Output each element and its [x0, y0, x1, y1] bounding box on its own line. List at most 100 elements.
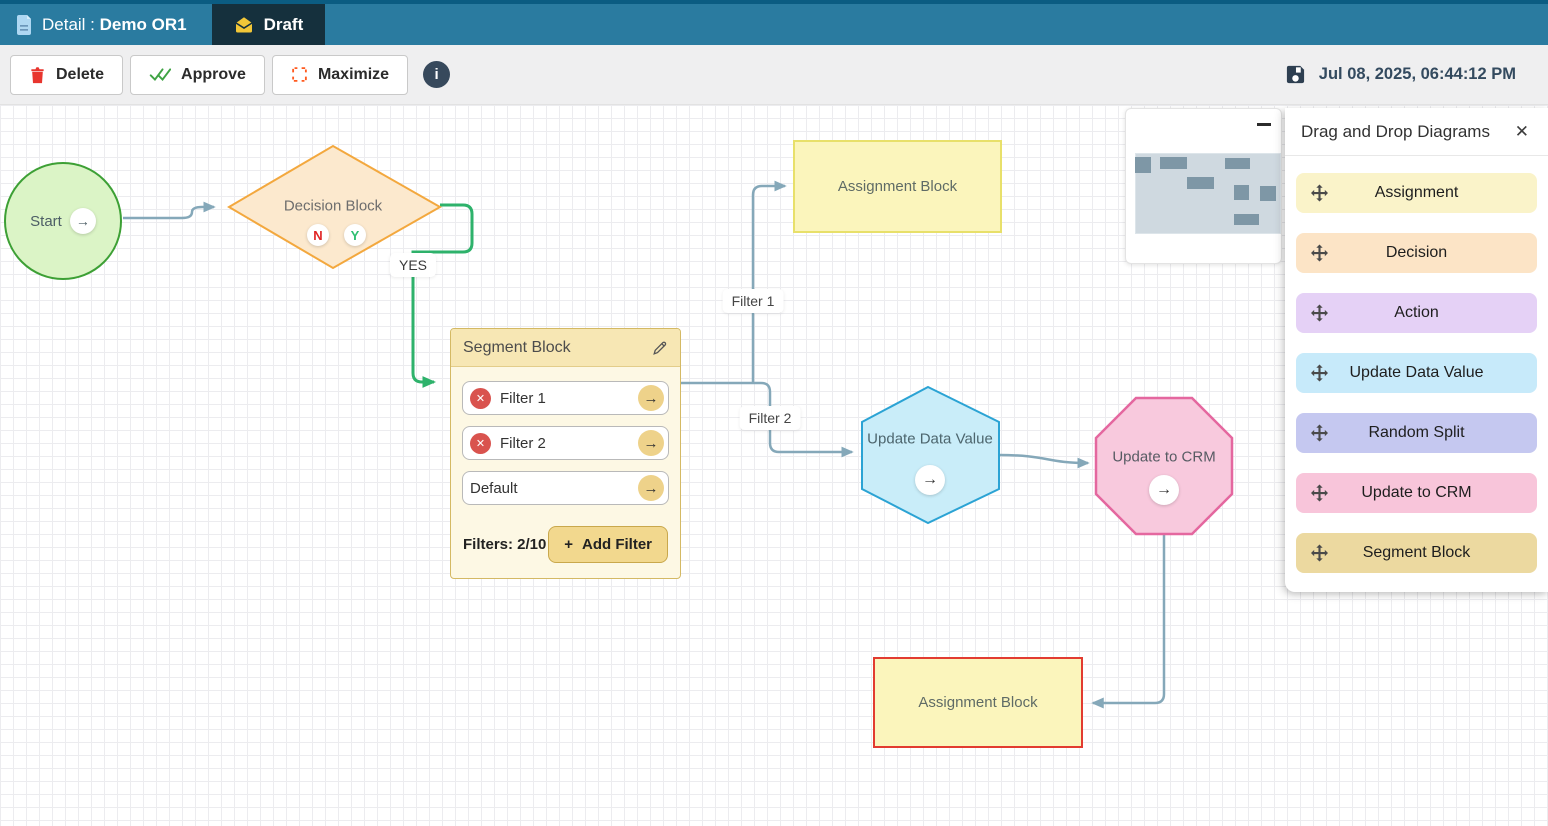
toolbar-right: Jul 08, 2025, 06:44:12 PM [1285, 64, 1538, 85]
info-button[interactable]: i [423, 61, 451, 88]
minimap-node [1160, 157, 1187, 169]
segment-filter-row[interactable]: ✕ Filter 2 → [462, 426, 669, 460]
minimap-viewport[interactable] [1135, 153, 1281, 234]
right-arrow-icon: → [75, 213, 90, 229]
segment-block-title: Segment Block [463, 338, 571, 356]
diagram-shapes-layer [123, 144, 1234, 709]
sidebar-item-label: Update to CRM [1361, 484, 1472, 501]
assignment-top-label: Assignment Block [837, 178, 958, 195]
start-output-port[interactable]: → [69, 208, 96, 234]
update-data-value-node-shape[interactable] [861, 385, 1000, 525]
sidebar-item-label: Random Split [1368, 424, 1465, 441]
decision-yes-port[interactable]: Y [344, 224, 366, 246]
start-node-label: Start [30, 212, 62, 230]
edit-pencil-icon[interactable] [652, 340, 668, 356]
update-to-crm-output-port[interactable]: → [1149, 475, 1179, 505]
start-node[interactable]: Start → [4, 162, 122, 280]
sidebar-palette-item[interactable]: Decision [1296, 233, 1537, 273]
assignment-bottom-label: Assignment Block [918, 694, 1038, 711]
sidebar-item-label: Decision [1385, 244, 1448, 261]
tab-detail-prefix: Detail : [42, 14, 100, 34]
tab-draft[interactable]: Draft [211, 4, 326, 45]
approve-button[interactable]: Approve [130, 54, 265, 95]
remove-filter-button[interactable]: ✕ [470, 432, 491, 454]
segment-block-header: Segment Block [451, 329, 680, 367]
move-icon [1311, 304, 1328, 322]
connector-decision-yes-to-segment [411, 203, 474, 388]
connector-start-to-decision [123, 201, 216, 220]
filter-output-port[interactable]: → [638, 385, 664, 411]
sidebar-item-list: Assignment Decision Action Update Data V… [1285, 156, 1548, 590]
remove-filter-button[interactable]: ✕ [470, 387, 491, 409]
palette-title: Drag and Drop Diagrams [1301, 121, 1490, 141]
tab-draft-label: Draft [263, 14, 304, 34]
add-filter-button[interactable]: + Add Filter [548, 526, 668, 563]
delete-button[interactable]: Delete [10, 54, 124, 95]
x-icon: ✕ [475, 392, 486, 405]
minimap-node [1187, 177, 1214, 189]
segment-block-node[interactable]: Segment Block ✕ Filter 1 → ✕ Filter 2 → … [450, 328, 681, 579]
minimap[interactable] [1125, 108, 1282, 264]
trash-icon [31, 66, 44, 83]
edge-label-yes: YES [389, 253, 437, 277]
minimap-node [1225, 158, 1250, 169]
sidebar-item-label: Assignment [1374, 184, 1459, 201]
tab-detail-name: Demo OR1 [99, 14, 187, 34]
assignment-block-bottom[interactable]: Assignment Block [873, 657, 1083, 748]
toolbar: Delete Approve Maximize i Jul 08, 2025, … [0, 45, 1548, 105]
sidebar-item-label: Action [1394, 304, 1439, 321]
sidebar-item-label: Update Data Value [1349, 364, 1484, 381]
minimap-node [1135, 157, 1151, 173]
maximize-icon [292, 67, 307, 82]
segment-filter-row[interactable]: Default → [462, 471, 669, 505]
move-icon [1311, 364, 1328, 382]
right-arrow-icon: → [1156, 481, 1172, 498]
sidebar-palette-item[interactable]: Update Data Value [1296, 353, 1537, 393]
tab-bar: Detail : Demo OR1 Draft [0, 0, 1548, 45]
right-arrow-icon: → [922, 471, 938, 488]
maximize-button[interactable]: Maximize [271, 54, 409, 95]
decision-no-port[interactable]: N [307, 224, 329, 246]
sidebar-palette-item[interactable]: Update to CRM [1296, 473, 1537, 513]
add-filter-label: Add Filter [582, 536, 652, 553]
sidebar-palette-item[interactable]: Action [1296, 293, 1537, 333]
update-to-crm-node-shape[interactable] [1094, 396, 1234, 536]
palette-panel: Drag and Drop Diagrams ✕ Assignment Deci… [1285, 108, 1548, 592]
diagram-canvas[interactable]: Start → Decision Block N Y YES Filter 1 … [0, 105, 1548, 826]
maximize-button-label: Maximize [317, 65, 390, 83]
save-icon[interactable] [1285, 64, 1306, 85]
connector-crm-to-assignment-bottom [1091, 533, 1166, 709]
move-icon [1311, 544, 1328, 562]
minimize-minimap-button[interactable] [1257, 123, 1271, 126]
decision-node-shape[interactable] [227, 144, 443, 270]
filter-row-label: Filter 2 [500, 434, 546, 452]
decision-no-label: N [313, 227, 323, 243]
document-icon [17, 14, 31, 35]
close-icon[interactable]: ✕ [1514, 121, 1529, 141]
connector-update-data-value-to-crm [998, 453, 1090, 469]
filter-row-label: Default [470, 479, 518, 497]
assignment-block-top[interactable]: Assignment Block [793, 140, 1002, 233]
segment-block-footer: Filters: 2/10 + Add Filter [451, 520, 680, 578]
sidebar-palette-item[interactable]: Assignment [1296, 173, 1537, 213]
sidebar-palette-item[interactable]: Random Split [1296, 413, 1537, 453]
tab-detail[interactable]: Detail : Demo OR1 [0, 4, 212, 45]
segment-filter-row[interactable]: ✕ Filter 1 → [462, 381, 669, 415]
last-saved-timestamp: Jul 08, 2025, 06:44:12 PM [1318, 65, 1516, 83]
segment-filter-list: ✕ Filter 1 → ✕ Filter 2 → Default → [451, 367, 680, 520]
update-data-value-output-port[interactable]: → [915, 465, 945, 495]
sidebar-palette-item[interactable]: Segment Block [1296, 533, 1537, 573]
minimap-node [1234, 185, 1249, 200]
plus-icon: + [564, 536, 573, 553]
double-check-icon [149, 68, 172, 82]
info-icon: i [434, 66, 439, 83]
delete-button-label: Delete [56, 65, 105, 83]
move-icon [1311, 424, 1328, 442]
palette-header: Drag and Drop Diagrams ✕ [1285, 108, 1548, 156]
move-icon [1311, 484, 1328, 502]
filter-output-port[interactable]: → [638, 430, 664, 456]
tab-detail-label: Detail : Demo OR1 [42, 15, 187, 35]
envelope-icon [235, 17, 252, 33]
filter-output-port[interactable]: → [638, 475, 664, 501]
